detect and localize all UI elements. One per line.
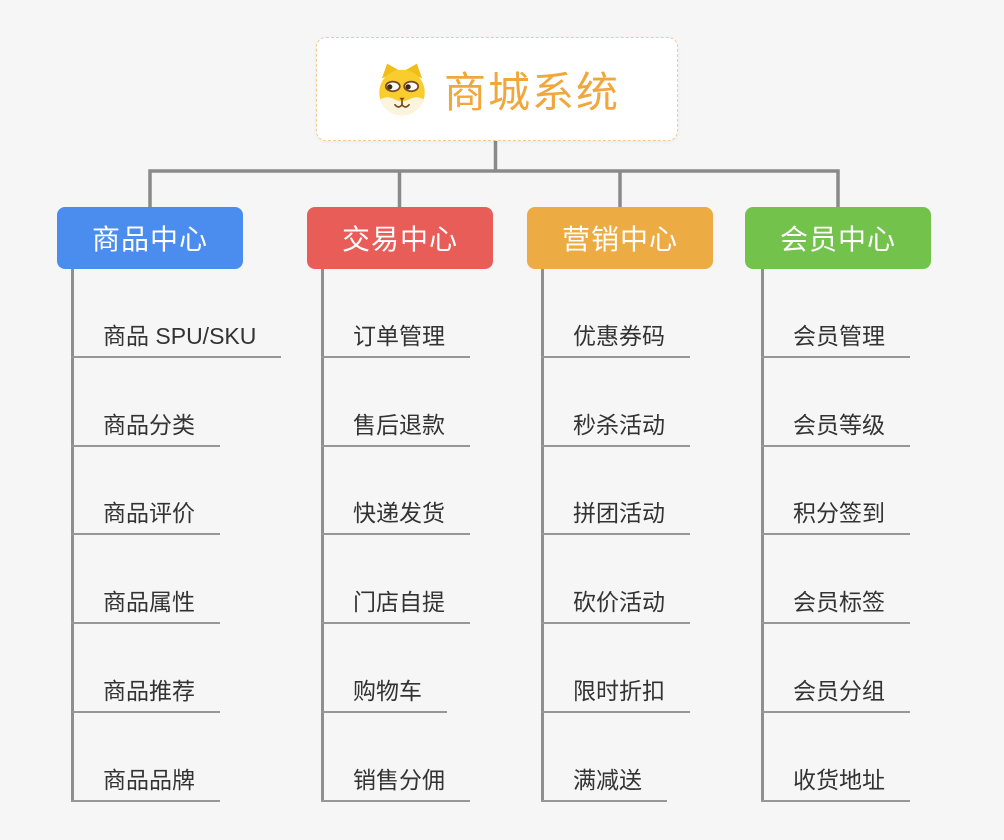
branch-node-trade-center[interactable]: 交易中心 xyxy=(307,207,493,269)
leaf-node[interactable]: 订单管理 xyxy=(321,322,470,358)
branch-node-product-center[interactable]: 商品中心 xyxy=(57,207,243,269)
leaf-node[interactable]: 满减送 xyxy=(541,766,667,802)
leaf-node[interactable]: 会员管理 xyxy=(761,322,910,358)
root-node[interactable]: 商城系统 xyxy=(316,37,678,141)
leaf-node[interactable]: 商品评价 xyxy=(71,499,220,535)
doge-face-icon xyxy=(379,63,425,116)
branch-node-member-center[interactable]: 会员中心 xyxy=(745,207,931,269)
leaf-node[interactable]: 砍价活动 xyxy=(541,588,690,624)
root-node-label: 商城系统 xyxy=(443,68,620,116)
leaf-node[interactable]: 限时折扣 xyxy=(541,677,690,713)
leaf-node[interactable]: 拼团活动 xyxy=(541,499,690,535)
leaf-node[interactable]: 秒杀活动 xyxy=(541,411,690,447)
leaf-node[interactable]: 门店自提 xyxy=(321,588,470,624)
branch-node-marketing-center[interactable]: 营销中心 xyxy=(527,207,713,269)
leaf-node[interactable]: 商品属性 xyxy=(71,588,220,624)
leaf-node[interactable]: 购物车 xyxy=(321,677,447,713)
leaf-node[interactable]: 商品分类 xyxy=(71,411,220,447)
leaf-node[interactable]: 商品 SPU/SKU xyxy=(71,322,282,358)
leaf-node[interactable]: 销售分佣 xyxy=(321,766,470,802)
leaf-node[interactable]: 优惠券码 xyxy=(541,322,690,358)
leaf-node[interactable]: 快递发货 xyxy=(321,499,470,535)
leaf-node[interactable]: 商品推荐 xyxy=(71,677,220,713)
leaf-node[interactable]: 收货地址 xyxy=(761,766,910,802)
leaf-node[interactable]: 会员分组 xyxy=(761,677,910,713)
leaf-node[interactable]: 售后退款 xyxy=(321,411,470,447)
leaf-node[interactable]: 商品品牌 xyxy=(71,766,220,802)
leaf-node[interactable]: 会员等级 xyxy=(761,411,910,447)
leaf-node[interactable]: 积分签到 xyxy=(761,499,910,535)
leaf-node[interactable]: 会员标签 xyxy=(761,588,910,624)
